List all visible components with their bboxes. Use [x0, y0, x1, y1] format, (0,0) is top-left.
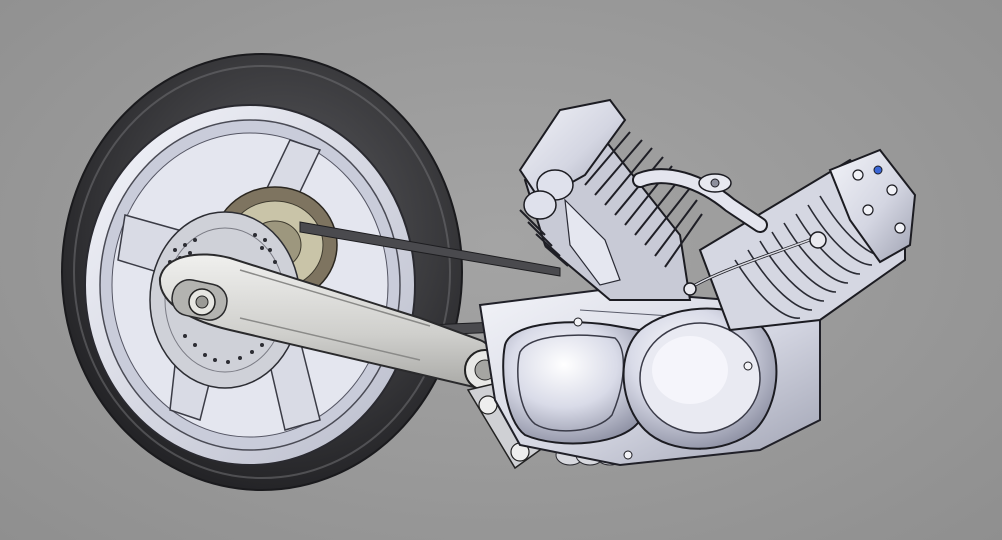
spark-plug-lead — [683, 231, 827, 296]
front-cylinder — [698, 148, 917, 332]
sensor-accent — [873, 165, 883, 175]
exhaust-pipe — [632, 168, 768, 233]
rear-cylinder — [518, 98, 703, 301]
derby-cover — [622, 307, 778, 450]
cylinder-fins — [734, 195, 885, 319]
case-bolts — [573, 317, 753, 460]
